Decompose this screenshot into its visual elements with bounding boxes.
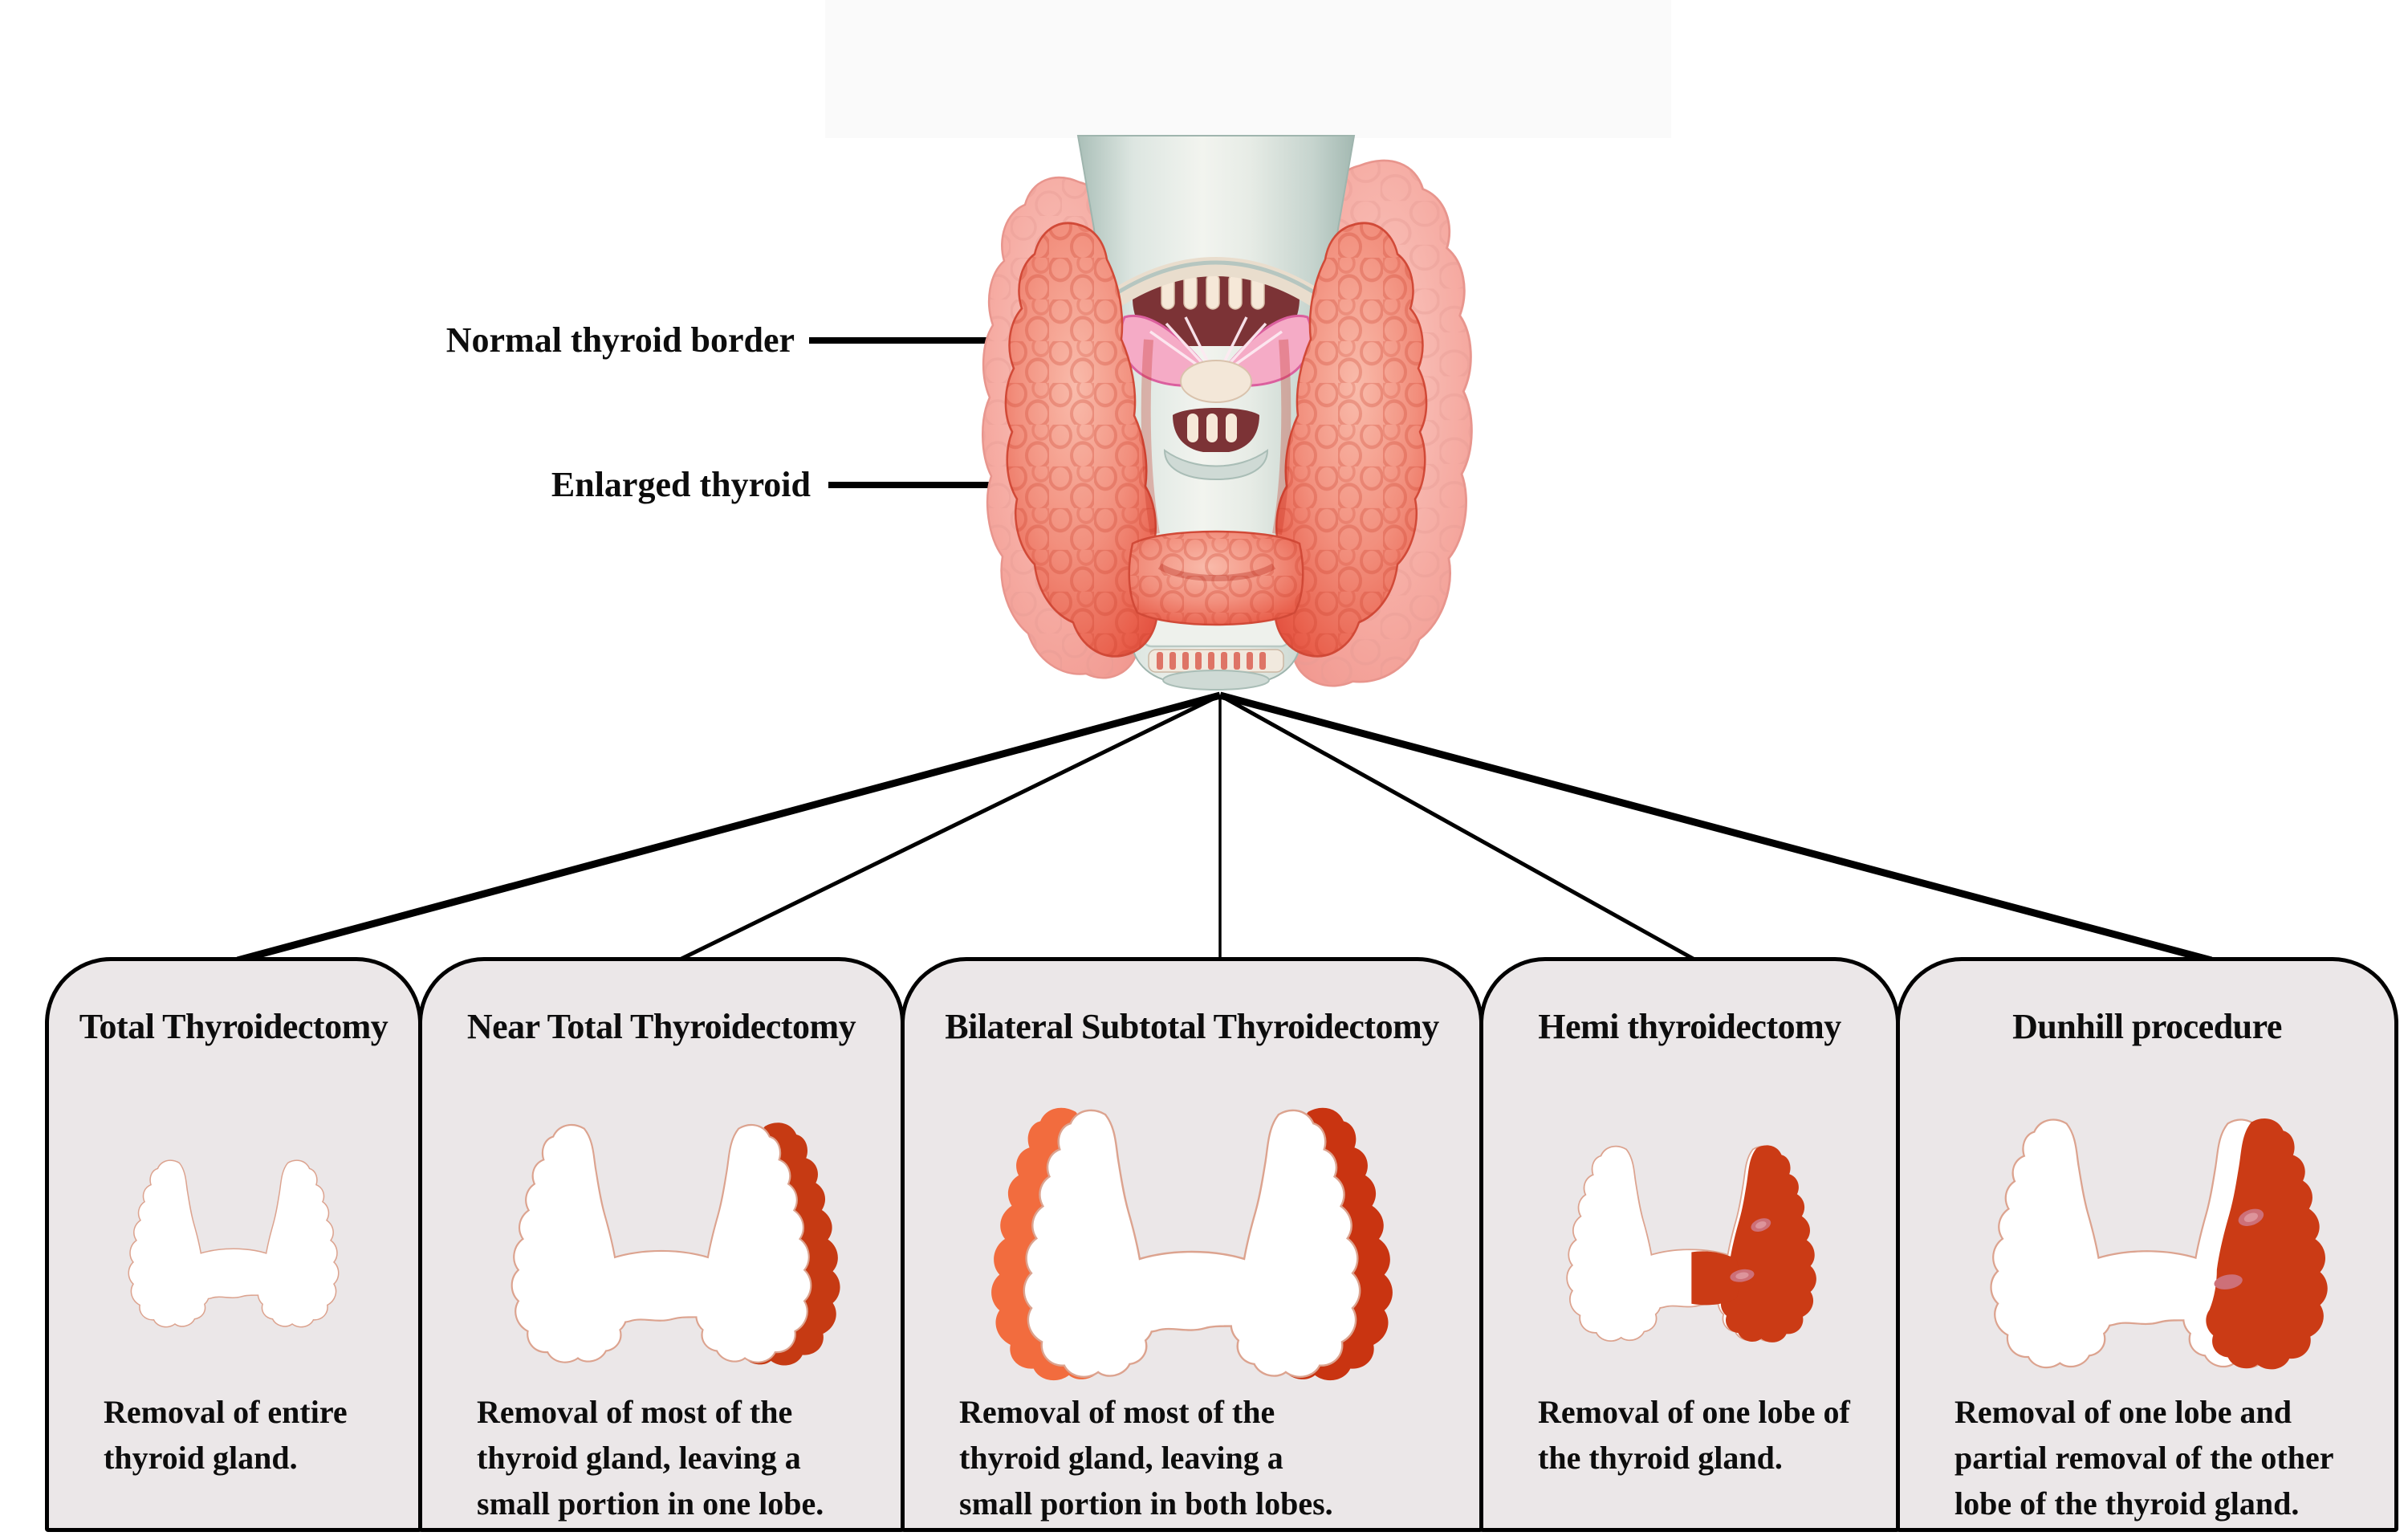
enlarged-thyroid-front-gland bbox=[1004, 222, 1428, 658]
card-hemi-thyroidectomy: Hemi thyroidectomy Removal of one lobe o… bbox=[1479, 957, 1900, 1532]
card-title: Bilateral Subtotal Thyroidectomy bbox=[945, 1007, 1439, 1046]
fan-lines bbox=[236, 691, 2213, 964]
card-title: Hemi thyroidectomy bbox=[1538, 1007, 1841, 1046]
thyroid-graphic-total bbox=[128, 1159, 340, 1328]
label-normal-thyroid-border: Normal thyroid border bbox=[445, 320, 795, 360]
top-watermark-band bbox=[825, 0, 1671, 138]
thyroid-graphic-bilateral-subtotal bbox=[991, 1107, 1393, 1381]
removed-right-lobe bbox=[1691, 1145, 1816, 1342]
card-title: Dunhill procedure bbox=[2012, 1007, 2282, 1046]
thyroid-graphic-near-total bbox=[478, 1122, 840, 1366]
thyroid-graphic-hemi bbox=[1566, 1145, 1816, 1342]
label-enlarged-thyroid: Enlarged thyroid bbox=[551, 465, 811, 504]
card-total-thyroidectomy: Total Thyroidectomy Removal of entire th… bbox=[45, 957, 422, 1532]
card-title: Total Thyroidectomy bbox=[79, 1007, 388, 1046]
card-title: Near Total Thyroidectomy bbox=[466, 1007, 856, 1046]
card-description: Removal of most of the thyroid gland, le… bbox=[477, 1394, 824, 1522]
thyroid-graphic-dunhill bbox=[1956, 1118, 2328, 1370]
enlarged-thyroid-illustration bbox=[981, 135, 1473, 691]
card-description: Removal of most of the thyroid gland, le… bbox=[959, 1394, 1333, 1522]
card-description: Removal of one lobe and partial removal … bbox=[1954, 1394, 2334, 1522]
card-description: Removal of entire thyroid gland. bbox=[104, 1394, 348, 1476]
card-description: Removal of one lobe of the thyroid gland… bbox=[1538, 1394, 1850, 1476]
card-dunhill-procedure: Dunhill procedure Removal of one lobe an… bbox=[1896, 957, 2398, 1532]
cricoid-folds bbox=[1187, 414, 1237, 442]
card-near-total-thyroidectomy: Near Total Thyroidectomy Removal of most… bbox=[418, 957, 905, 1532]
card-bilateral-subtotal-thyroidectomy: Bilateral Subtotal Thyroidectomy Removal… bbox=[901, 957, 1483, 1532]
larynx-muscle bbox=[1119, 314, 1313, 403]
removed-right-lobe-partial bbox=[2206, 1118, 2328, 1370]
